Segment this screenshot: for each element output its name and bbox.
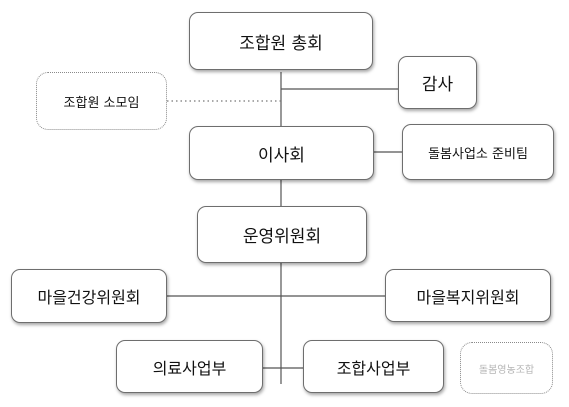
medical-dept-box: 의료사업부 [116, 340, 263, 393]
care-prep-team-label: 돌봄사업소 준비팀 [428, 146, 528, 162]
general-assembly-label: 조합원 총회 [239, 33, 323, 54]
coop-dept-box: 조합사업부 [303, 340, 444, 393]
general-assembly-box: 조합원 총회 [189, 12, 373, 70]
member-group-label: 조합원 소모임 [63, 95, 140, 111]
welfare-committee-box: 마을복지위원회 [385, 269, 551, 322]
health-committee-label: 마을건강위원회 [37, 288, 141, 307]
steering-committee-box: 운영위원회 [197, 206, 367, 263]
member-group-box: 조합원 소모임 [36, 72, 167, 130]
audit-label: 감사 [421, 75, 454, 95]
board-label: 이사회 [258, 145, 305, 166]
audit-box: 감사 [398, 56, 477, 109]
board-box: 이사회 [189, 126, 374, 180]
logo-box: 돌봄영농조합 [460, 342, 553, 394]
health-committee-box: 마을건강위원회 [11, 269, 167, 323]
care-prep-team-box: 돌봄사업소 준비팀 [402, 124, 554, 180]
medical-dept-label: 의료사업부 [152, 358, 227, 378]
steering-committee-label: 운영위원회 [242, 227, 322, 247]
welfare-committee-label: 마을복지위원회 [416, 287, 520, 307]
logo-label: 돌봄영농조합 [478, 364, 535, 376]
coop-dept-label: 조합사업부 [336, 358, 411, 378]
